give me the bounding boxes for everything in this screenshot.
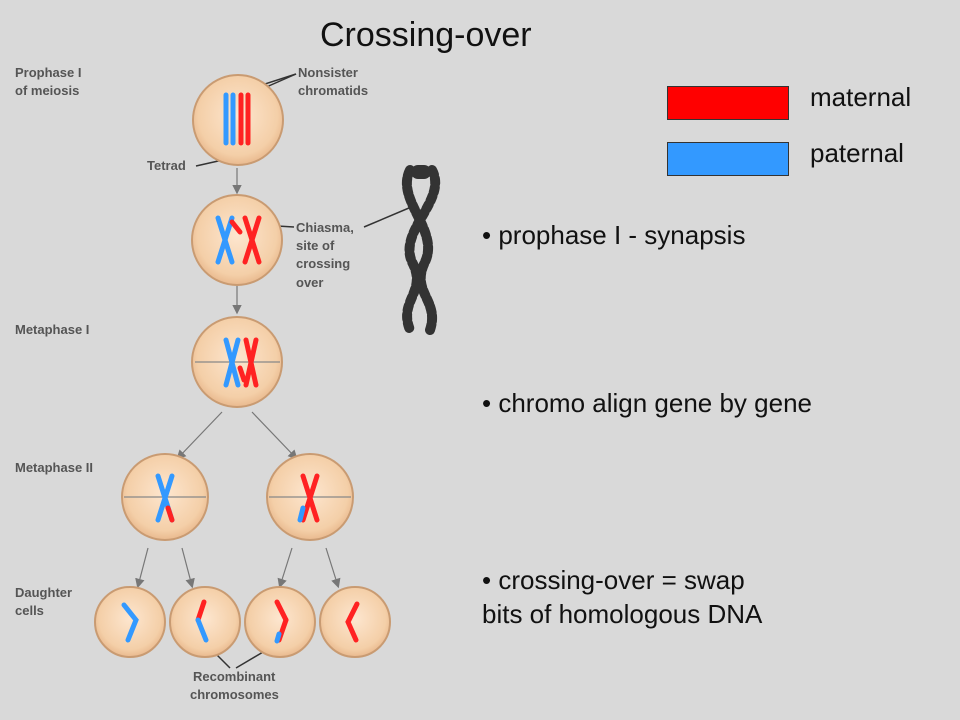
cell-daughter-1 — [94, 586, 166, 658]
label-daughter-2: cells — [15, 603, 44, 618]
maternal-label: maternal — [810, 82, 912, 112]
metaphase2-left-chromosomes — [155, 473, 175, 523]
label-metaphase-2: Metaphase II — [15, 460, 93, 475]
bullet-synapsis: • prophase I - synapsis — [482, 220, 746, 250]
label-tetrad: Tetrad — [147, 158, 186, 173]
metaphase1-chromosomes — [223, 337, 259, 388]
paternal-swatch — [667, 142, 789, 176]
label-chiasma-3: crossing — [296, 256, 350, 271]
label-chiasma-1: Chiasma, — [296, 220, 354, 235]
chiasma-micrograph — [401, 165, 441, 335]
tetrad-chromosomes — [223, 92, 251, 146]
label-prophase-2: of meiosis — [15, 83, 79, 98]
meiosis-diagram: Prophase I of meiosis Metaphase I Metaph… — [15, 65, 441, 702]
label-nonsister-2: chromatids — [298, 83, 368, 98]
daughter-1-chromosome — [121, 602, 139, 643]
cell-chiasma — [191, 194, 283, 286]
cell-daughter-2 — [169, 586, 241, 658]
paternal-label: paternal — [810, 138, 904, 168]
cell-daughter-4 — [319, 586, 391, 658]
daughter-3-chromosome — [274, 599, 289, 644]
bullet-align: • chromo align gene by gene — [482, 388, 812, 418]
daughter-2-chromosome — [195, 599, 209, 643]
bullet-crossing-over-2: bits of homologous DNA — [482, 599, 763, 629]
label-daughter-1: Daughter — [15, 585, 72, 600]
label-metaphase-1: Metaphase I — [15, 322, 89, 337]
label-recombinant-2: chromosomes — [190, 687, 279, 702]
daughter-4-chromosome — [345, 601, 360, 643]
bullet-crossing-over-1: • crossing-over = swap — [482, 565, 745, 595]
slide-title: Crossing-over — [320, 16, 532, 54]
label-chiasma-4: over — [296, 275, 323, 290]
cell-prophase — [192, 74, 284, 166]
label-prophase-1: Prophase I — [15, 65, 81, 80]
chiasma-chromosomes — [215, 215, 262, 265]
label-chiasma-2: site of — [296, 238, 335, 253]
label-recombinant-1: Recombinant — [193, 669, 276, 684]
maternal-swatch — [667, 86, 789, 120]
metaphase2-right-chromosomes — [297, 473, 320, 523]
label-nonsister-1: Nonsister — [298, 65, 358, 80]
cell-daughter-3 — [244, 586, 316, 658]
